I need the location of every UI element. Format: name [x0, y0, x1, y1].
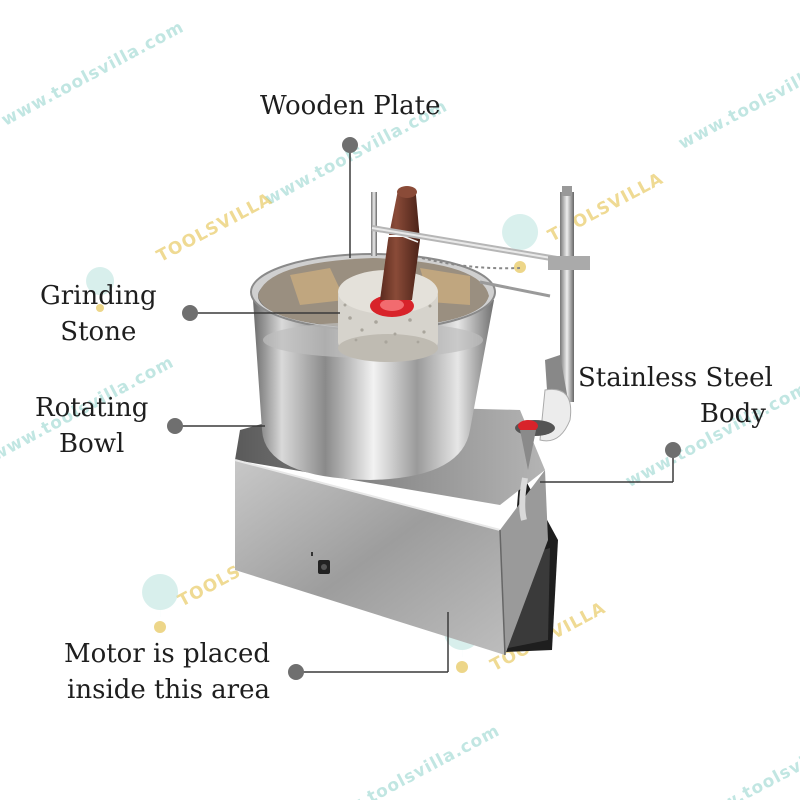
watermark-logo-4 [86, 267, 115, 322]
watermark-url-bottom: www.toolsvilla.com [314, 721, 503, 800]
label-rotating-bowl-line2: Bowl [59, 429, 125, 459]
label-stainless-steel-body: Stainless Steel Body [578, 360, 773, 432]
callout-rotating-bowl [167, 418, 265, 434]
watermark-url-top-left: www.toolsvilla.com [0, 17, 188, 130]
watermark-url-top-right: www.toolsvilla.com [675, 40, 800, 153]
label-stainless-steel-body-line2: Body [699, 399, 766, 429]
wet-grinder-machine [234, 186, 590, 656]
label-motor-area-line2: inside this area [67, 675, 270, 705]
label-motor-area: Motor is placed inside this area [62, 636, 270, 708]
base-side [500, 470, 548, 655]
label-rotating-bowl: Rotating Bowl [35, 390, 148, 462]
watermark-logo-2 [142, 574, 179, 645]
steel-stand [371, 186, 590, 405]
callout-motor-area [288, 612, 449, 680]
label-motor-area-line1: Motor is placed [63, 639, 270, 669]
label-stainless-steel-body-line1: Stainless Steel [578, 363, 773, 393]
callout-stainless-steel-body [540, 442, 681, 483]
watermark-brand-1: TOOLSVILLA [154, 189, 276, 267]
base-front [235, 460, 505, 655]
label-wooden-plate: Wooden Plate [260, 88, 440, 124]
watermark-url-bottom-right: www.toolsvilla.com [689, 717, 800, 800]
label-grinding-stone: Grinding Stone [40, 278, 157, 350]
stainless-steel-body [515, 388, 572, 521]
label-grinding-stone-line1: Grinding [40, 281, 157, 311]
watermark-logo-1 [502, 214, 539, 285]
callout-wooden-plate [342, 137, 358, 258]
callouts [167, 137, 681, 680]
label-rotating-bowl-line1: Rotating [35, 393, 149, 423]
label-grinding-stone-line2: Stone [60, 317, 137, 347]
callout-grinding-stone [182, 305, 340, 321]
label-wooden-plate-text: Wooden Plate [260, 91, 441, 121]
